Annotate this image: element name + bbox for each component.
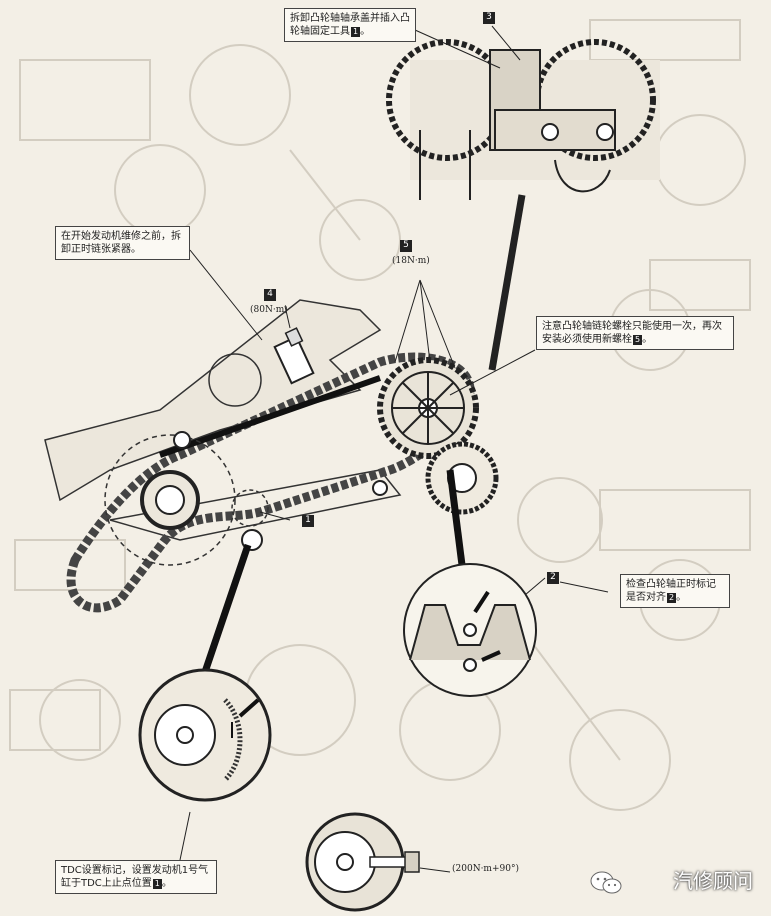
torque-tensioner: (80N·m) [250,305,288,315]
callout-bolt-note-tag: 5 [633,335,643,345]
leader-lines [179,25,609,873]
camshaft-holder-assembly [386,39,660,371]
wechat-icon [590,871,622,894]
tdc-pointer [201,543,252,674]
damper-pulley-bolt [305,812,420,912]
timing-mark-detail [403,563,537,697]
crank-pulley-detail [138,668,272,802]
callout-bolt-note-text: 注意凸轮轴链轮螺栓只能使用一次，再次安装必须使用新螺栓 [542,321,722,345]
crankshaft-sprocket [104,431,388,566]
badge-2: 2 [547,572,559,584]
callout-camshaft-tool-text: 拆卸凸轮轴轴承盖并插入凸轮轴固定工具 [290,13,410,37]
callout-tensioner: 在开始发动机维修之前，拆卸正时链张紧器。 [55,226,190,260]
camshaft-sprocket [377,357,479,459]
badge-1: 1 [302,515,314,527]
badge-3: 3 [483,12,495,24]
engine-block-outline [44,299,402,541]
callout-timing-check-text: 检查凸轮轴正时标记是否对齐 [626,579,716,603]
torque-crank-bolt: (200N·m+90°) [452,864,519,874]
callout-tdc-text: TDC设置标记，设置发动机1号气缸于TDC上止点位置 [61,865,209,889]
ghost-background-parts [9,19,751,811]
callout-camshaft-tool-tag: 1 [351,27,361,37]
callout-tensioner-text: 在开始发动机维修之前，拆卸正时链张紧器。 [61,231,181,255]
callout-tdc-tag: 1 [152,879,162,889]
badge-4: 4 [264,289,276,301]
badge-5: 5 [400,240,412,252]
chain-tensioner [273,327,315,385]
mark-pointer [446,469,466,566]
idler-gear [425,441,499,515]
torque-sprocket: (18N·m) [392,256,430,266]
watermark-text: 汽修顾问 [673,869,753,893]
callout-timing-check-tag: 2 [667,593,677,603]
